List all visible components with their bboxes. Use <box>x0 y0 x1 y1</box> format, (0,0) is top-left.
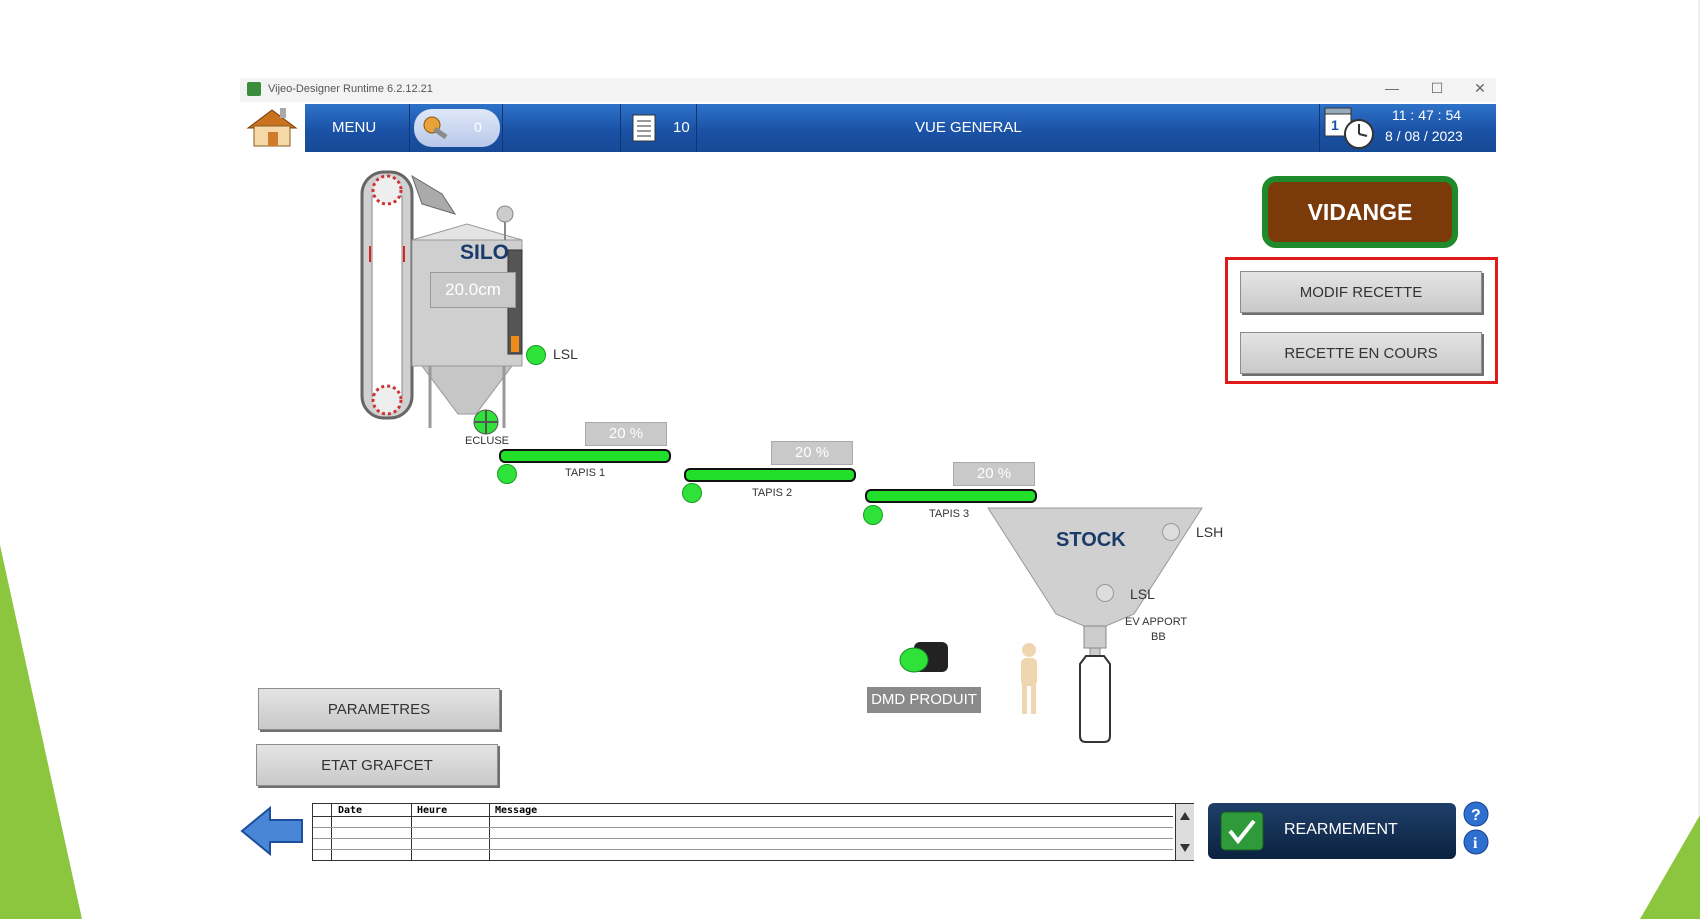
tapis3-belt <box>865 489 1037 503</box>
tapis1-label: TAPIS 1 <box>565 467 606 479</box>
minimize-button[interactable]: — <box>1385 80 1399 96</box>
operator-figure-icon <box>1021 643 1037 714</box>
stock-lsl-indicator <box>1096 584 1114 602</box>
access-key-button[interactable]: 0 <box>414 109 500 147</box>
event-log-icon[interactable] <box>630 113 658 143</box>
svg-text:?: ? <box>1471 807 1481 824</box>
hmi-window: Vijeo-Designer Runtime 6.2.12.21 — ☐ ✕ M… <box>240 78 1498 868</box>
info-icon[interactable] <box>1463 829 1489 855</box>
tapis3-speed[interactable]: 20 % <box>953 462 1035 486</box>
tapis1-speed[interactable]: 20 % <box>585 422 667 446</box>
ev-apport-label-line2: BB <box>1151 631 1166 643</box>
help-info-icons: ? i <box>1463 801 1489 855</box>
svg-text:i: i <box>1473 835 1478 852</box>
window-title: Vijeo-Designer Runtime 6.2.12.21 <box>268 83 433 95</box>
right-green-triangle <box>1640 815 1700 919</box>
ev-apport-label-line1: EV APPORT <box>1125 616 1188 628</box>
help-icon[interactable] <box>1463 801 1489 827</box>
silo-lsl-label: LSL <box>553 346 578 362</box>
key-icon <box>423 116 448 140</box>
tapis2-label: TAPIS 2 <box>752 487 793 499</box>
key-value: 0 <box>474 119 482 135</box>
clock-time: 11 : 47 : 54 <box>1392 107 1462 123</box>
stock-lsh-indicator <box>1162 523 1180 541</box>
tapis2-indicator <box>682 483 702 503</box>
ecluse-rotary-valve-icon[interactable] <box>466 408 506 438</box>
recette-en-cours-button[interactable]: RECETTE EN COURS <box>1240 332 1482 374</box>
silo-lsl-indicator <box>526 345 546 365</box>
stock-lsl-label: LSL <box>1130 586 1155 602</box>
window-titlebar: Vijeo-Designer Runtime 6.2.12.21 — ☐ ✕ <box>240 78 1496 102</box>
silo-level-display: 20.0cm <box>430 272 516 308</box>
clock-date: 8 / 08 / 2023 <box>1385 128 1463 144</box>
parametres-button[interactable]: PARAMETRES <box>258 688 500 730</box>
tapis1-indicator <box>497 464 517 484</box>
menu-button[interactable]: MENU <box>332 119 377 136</box>
calendar-clock-icon: 1 <box>1324 107 1374 149</box>
alarm-col-date: Date <box>338 805 363 816</box>
left-green-triangle <box>0 545 82 919</box>
alarm-col-message: Message <box>495 805 538 816</box>
app-icon <box>247 82 261 96</box>
vidange-button[interactable]: VIDANGE <box>1262 176 1458 248</box>
calendar-day: 1 <box>1331 117 1339 133</box>
ecluse-label: ECLUSE <box>465 435 510 447</box>
tapis3-indicator <box>863 505 883 525</box>
stock-lsh-label: LSH <box>1196 524 1224 540</box>
back-arrow-icon[interactable] <box>240 806 306 856</box>
modif-recette-button[interactable]: MODIF RECETTE <box>1240 271 1482 313</box>
alarm-scrollbar[interactable] <box>1175 804 1194 860</box>
blue-header-bar: MENU 0 10 VUE GENERAL <box>305 104 1496 152</box>
tapis1-belt <box>499 449 671 463</box>
checkmark-icon <box>1220 811 1264 851</box>
close-button[interactable]: ✕ <box>1474 80 1486 96</box>
tapis2-speed[interactable]: 20 % <box>771 441 853 465</box>
alarm-col-heure: Heure <box>417 805 448 816</box>
tapis2-belt <box>684 468 856 482</box>
rearmement-label: REARMEMENT <box>1284 821 1398 838</box>
maximize-button[interactable]: ☐ <box>1430 80 1444 96</box>
silo-elevator-graphic <box>360 170 523 428</box>
alarm-table[interactable]: Date Heure Message <box>312 803 1194 861</box>
silo-title: SILO <box>460 241 510 264</box>
recipe-highlight-box <box>1225 257 1498 384</box>
rearmement-button[interactable]: REARMEMENT <box>1208 803 1456 859</box>
event-count: 10 <box>673 119 690 136</box>
view-title: VUE GENERAL <box>915 119 1022 136</box>
tapis3-label: TAPIS 3 <box>929 508 970 520</box>
stock-title: STOCK <box>1056 529 1126 551</box>
dmd-produit-button[interactable]: DMD PRODUIT <box>867 687 981 713</box>
stock-hopper-graphic <box>987 507 1203 743</box>
push-button-icon[interactable] <box>892 636 956 682</box>
top-toolbar: MENU 0 10 VUE GENERAL <box>240 104 1496 152</box>
etat-grafcet-button[interactable]: ETAT GRAFCET <box>256 744 498 786</box>
home-icon[interactable] <box>244 106 300 150</box>
